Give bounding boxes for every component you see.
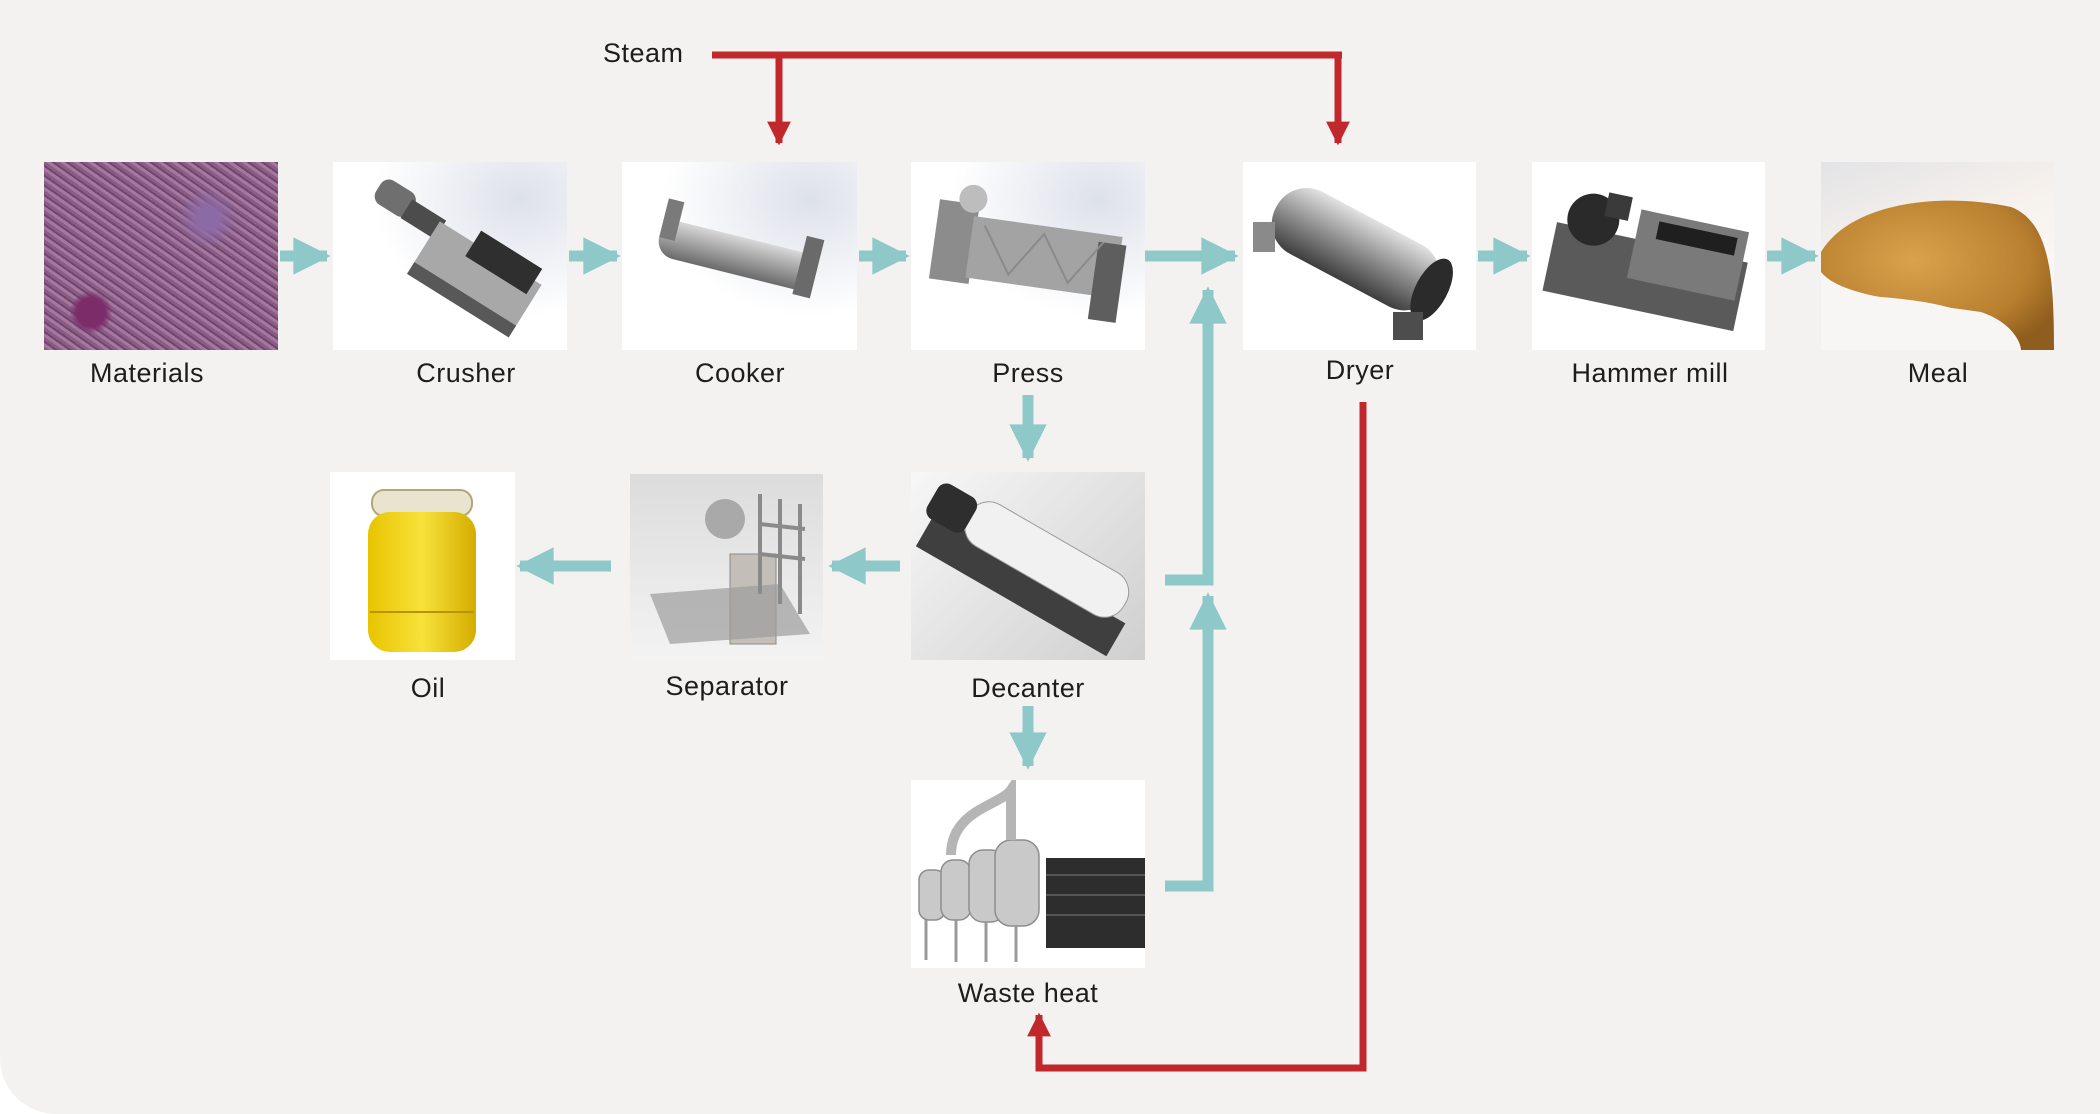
press-machine-icon xyxy=(928,184,1127,323)
crusher-machine-icon xyxy=(374,179,543,338)
dryer-image xyxy=(1243,162,1476,350)
crusher-image xyxy=(333,162,567,350)
decanter-image xyxy=(911,472,1145,660)
decanter-centrifuge-icon xyxy=(915,483,1130,657)
meal-powder-icon xyxy=(1821,200,2054,350)
cooker-image xyxy=(622,162,857,350)
hammer-mill-image xyxy=(1532,162,1765,350)
steam-label: Steam xyxy=(603,38,684,68)
separator-label: Separator xyxy=(665,671,789,701)
separator-centrifuge-icon xyxy=(650,494,810,645)
cooker-machine-icon xyxy=(658,198,825,299)
decanter-label: Decanter xyxy=(971,673,1085,703)
crusher-label: Crusher xyxy=(416,358,516,388)
evaporator-plant-icon xyxy=(918,780,1145,962)
press-label: Press xyxy=(992,358,1064,388)
hammer-mill-label: Hammer mill xyxy=(1571,358,1729,388)
hammer-mill-machine-icon xyxy=(1542,192,1750,332)
dryer-machine-icon xyxy=(1253,188,1453,340)
oil-label: Oil xyxy=(410,673,446,703)
separator-image xyxy=(630,474,823,659)
materials-label: Materials xyxy=(89,358,205,388)
oil-jar-icon xyxy=(368,489,476,652)
dryer-label: Dryer xyxy=(1325,355,1395,385)
waste-heat-label: Waste heat xyxy=(957,978,1099,1008)
waste-heat-image xyxy=(911,780,1145,968)
press-image xyxy=(911,162,1145,350)
meal-label: Meal xyxy=(1907,358,1969,388)
cooker-label: Cooker xyxy=(694,358,786,388)
meal-image xyxy=(1821,162,2054,350)
oil-image xyxy=(330,472,515,660)
materials-image xyxy=(44,162,278,350)
